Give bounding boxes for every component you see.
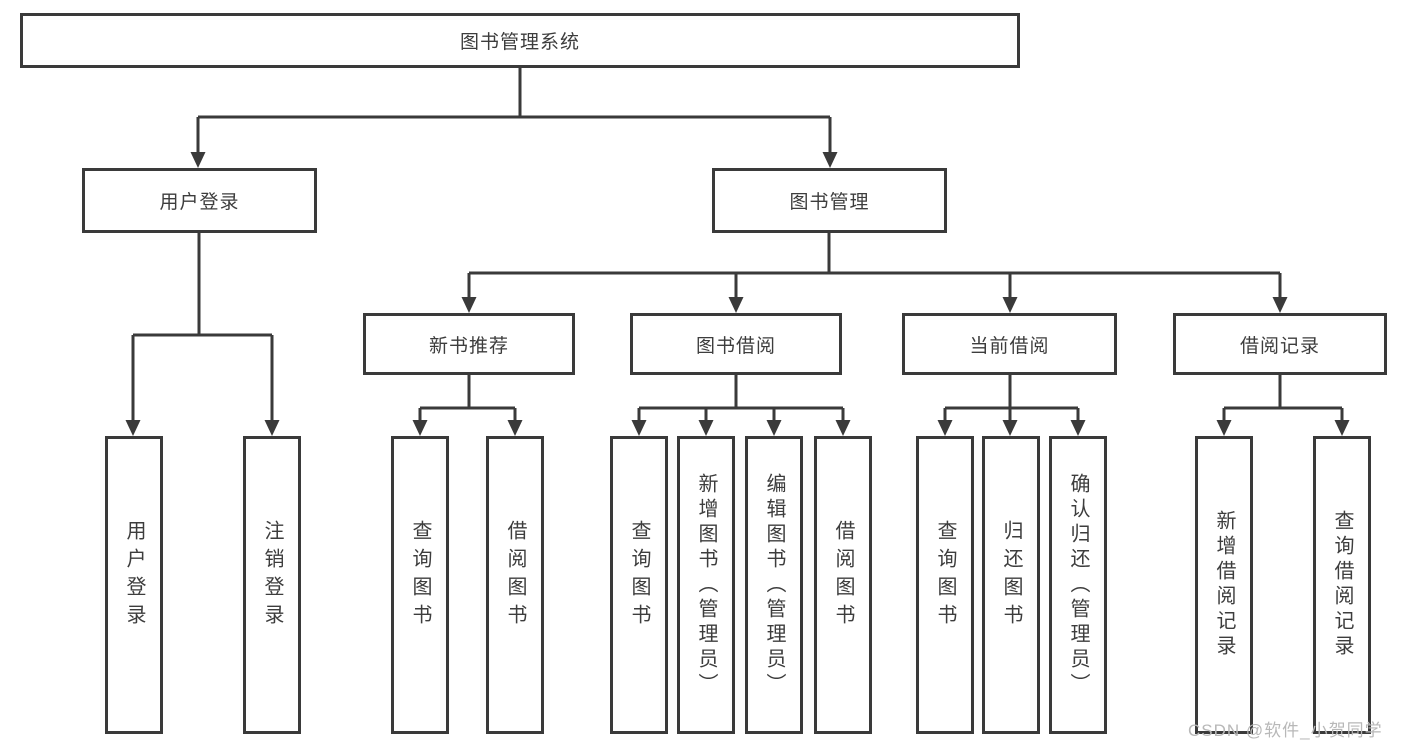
leaf-add-borrow-record: 新增借阅记录 [1195, 436, 1253, 734]
leaf-edit-books-admin: 编辑图书（管理员） [745, 436, 803, 734]
node-book-borrowing: 图书借阅 [630, 313, 842, 375]
leaf-label: 注销登录 [261, 520, 283, 632]
node-library-management-system: 图书管理系统 [20, 13, 1020, 68]
leaf-label: 查询图书 [628, 520, 650, 632]
csdn-watermark: CSDN @软件_小贺同学 [1188, 721, 1383, 740]
leaf-query-borrow-record: 查询借阅记录 [1313, 436, 1371, 734]
node-current-borrowing: 当前借阅 [902, 313, 1117, 375]
leaf-borrow-books-borrowing: 借阅图书 [814, 436, 872, 734]
leaf-add-books-admin: 新增图书（管理员） [677, 436, 735, 734]
leaf-label: 归还图书 [1000, 520, 1022, 632]
node-label: 用户登录 [159, 192, 240, 213]
node-label: 图书管理 [789, 192, 870, 213]
leaf-label: 借阅图书 [504, 520, 526, 632]
leaf-label: 查询图书 [934, 520, 956, 632]
leaf-borrow-books-recommend: 借阅图书 [486, 436, 544, 734]
leaf-logout: 注销登录 [243, 436, 301, 734]
node-book-management: 图书管理 [712, 168, 947, 233]
leaf-label: 查询图书 [409, 520, 431, 632]
node-new-book-recommendation: 新书推荐 [363, 313, 575, 375]
leaf-query-books-current: 查询图书 [916, 436, 974, 734]
node-user-login: 用户登录 [82, 168, 317, 233]
leaf-label: 查询借阅记录 [1331, 510, 1353, 660]
node-borrowing-records: 借阅记录 [1173, 313, 1387, 375]
node-label: 新书推荐 [428, 335, 509, 357]
node-label: 借阅记录 [1239, 335, 1320, 357]
leaf-return-books: 归还图书 [982, 436, 1040, 734]
leaf-label: 借阅图书 [832, 520, 854, 632]
leaf-label: 新增图书（管理员） [695, 472, 717, 698]
node-label: 当前借阅 [969, 335, 1050, 357]
arrowheads [125, 152, 1350, 436]
leaf-label: 新增借阅记录 [1213, 510, 1235, 660]
leaf-query-books-recommend: 查询图书 [391, 436, 449, 734]
leaf-user-login: 用户登录 [105, 436, 163, 734]
node-label: 图书借阅 [695, 335, 776, 357]
node-label: 图书管理系统 [459, 32, 580, 53]
leaf-label: 编辑图书（管理员） [763, 472, 785, 698]
leaf-query-books-borrowing: 查询图书 [610, 436, 668, 734]
leaf-label: 确认归还（管理员） [1067, 472, 1089, 698]
leaf-label: 用户登录 [123, 520, 145, 632]
leaf-confirm-return-admin: 确认归还（管理员） [1049, 436, 1107, 734]
